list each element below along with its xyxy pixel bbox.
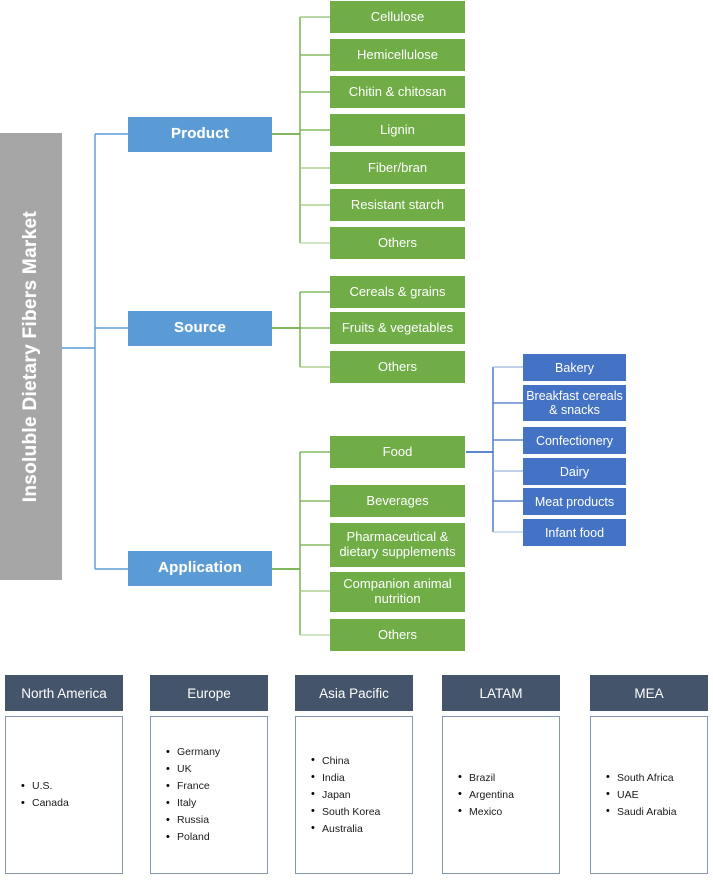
product-item-fiber-bran[interactable]: Fiber/bran xyxy=(330,152,465,184)
product-item-chitin-chitosan[interactable]: Chitin & chitosan xyxy=(330,76,465,108)
region-country-item: Argentina xyxy=(458,786,559,804)
application-item-beverages[interactable]: Beverages xyxy=(330,485,465,517)
region-body: GermanyUKFranceItalyRussiaPoland xyxy=(150,716,268,874)
region-country-list: South AfricaUAESaudi Arabia xyxy=(591,769,707,821)
region-country-item: Australia xyxy=(311,820,412,838)
application-item-others[interactable]: Others xyxy=(330,619,465,651)
leaf-label: Pharmaceutical & dietary supplements xyxy=(339,529,456,559)
leaf-label: Bakery xyxy=(555,360,594,375)
leaf-label: Breakfast cereals & snacks xyxy=(526,389,623,417)
root-market-label: Insoluble Dietary Fibers Market xyxy=(20,210,41,503)
leaf-label: Cellulose xyxy=(370,8,425,24)
leaf-label: Cereals & grains xyxy=(349,283,446,299)
source-item-others[interactable]: Others xyxy=(330,351,465,383)
region-country-item: South Korea xyxy=(311,803,412,821)
application-item-food[interactable]: Food xyxy=(330,436,465,468)
region-card-north-america[interactable]: North America U.S.Canada xyxy=(5,675,123,874)
region-body: ChinaIndiaJapanSouth KoreaAustralia xyxy=(295,716,413,874)
region-name: MEA xyxy=(634,685,664,701)
region-country-list: ChinaIndiaJapanSouth KoreaAustralia xyxy=(296,752,412,838)
region-body: South AfricaUAESaudi Arabia xyxy=(590,716,708,874)
leaf-label: Resistant starch xyxy=(350,196,445,212)
leaf-label: Hemicellulose xyxy=(357,46,438,62)
leaf-label: Others xyxy=(377,234,417,250)
region-card-latam[interactable]: LATAM BrazilArgentinaMexico xyxy=(442,675,560,874)
product-item-others[interactable]: Others xyxy=(330,227,465,259)
region-country-item: China xyxy=(311,752,412,770)
leaf-label: Fiber/bran xyxy=(367,159,428,175)
region-name: Europe xyxy=(187,685,231,701)
region-body: BrazilArgentinaMexico xyxy=(442,716,560,874)
region-country-item: U.S. xyxy=(21,778,122,796)
region-country-item: South Africa xyxy=(606,769,707,787)
leaf-label: Meat products xyxy=(534,494,615,509)
region-country-item: Saudi Arabia xyxy=(606,803,707,821)
region-header: LATAM xyxy=(442,675,560,711)
leaf-label: Fruits & vegetables xyxy=(341,319,454,335)
region-card-europe[interactable]: Europe GermanyUKFranceItalyRussiaPoland xyxy=(150,675,268,874)
food-subitem-breakfast-cereals-snacks[interactable]: Breakfast cereals & snacks xyxy=(523,385,626,421)
product-item-lignin[interactable]: Lignin xyxy=(330,114,465,146)
category-product[interactable]: Product xyxy=(128,117,272,152)
leaf-label: Others xyxy=(377,358,417,374)
food-subitem-dairy[interactable]: Dairy xyxy=(523,458,626,485)
region-name: LATAM xyxy=(479,685,523,701)
region-header: North America xyxy=(5,675,123,711)
region-country-list: GermanyUKFranceItalyRussiaPoland xyxy=(151,744,267,847)
leaf-label: Dairy xyxy=(559,464,590,479)
food-subitem-confectionery[interactable]: Confectionery xyxy=(523,427,626,454)
region-country-item: Italy xyxy=(166,795,267,813)
leaf-label: Lignin xyxy=(380,121,415,137)
region-body: U.S.Canada xyxy=(5,716,123,874)
region-country-list: BrazilArgentinaMexico xyxy=(443,769,559,821)
product-item-resistant-starch[interactable]: Resistant starch xyxy=(330,189,465,221)
region-country-item: Mexico xyxy=(458,803,559,821)
leaf-label: Beverages xyxy=(366,492,429,508)
source-item-cereals-grains[interactable]: Cereals & grains xyxy=(330,276,465,308)
leaf-label: Infant food xyxy=(544,525,605,540)
region-country-list: U.S.Canada xyxy=(6,778,122,813)
leaf-label: Companion animal nutrition xyxy=(343,576,452,606)
application-item-companion-animal-nutrition[interactable]: Companion animal nutrition xyxy=(330,572,465,612)
category-source[interactable]: Source xyxy=(128,311,272,346)
region-header: Asia Pacific xyxy=(295,675,413,711)
root-market-title: Insoluble Dietary Fibers Market xyxy=(0,133,62,580)
region-country-item: Canada xyxy=(21,795,122,813)
leaf-label: Others xyxy=(377,626,417,642)
region-country-item: France xyxy=(166,778,267,796)
product-item-cellulose[interactable]: Cellulose xyxy=(330,1,465,33)
region-country-item: UK xyxy=(166,761,267,779)
region-country-item: Brazil xyxy=(458,769,559,787)
region-country-item: Poland xyxy=(166,829,267,847)
application-item-pharmaceutical-dietary-supplements[interactable]: Pharmaceutical & dietary supplements xyxy=(330,523,465,567)
food-subitem-meat-products[interactable]: Meat products xyxy=(523,488,626,515)
region-name: North America xyxy=(21,685,107,701)
category-application-label: Application xyxy=(158,559,242,577)
leaf-label: Confectionery xyxy=(535,433,614,448)
region-country-item: Germany xyxy=(166,744,267,762)
region-country-item: India xyxy=(311,769,412,787)
region-name: Asia Pacific xyxy=(319,685,389,701)
food-subitem-infant-food[interactable]: Infant food xyxy=(523,519,626,546)
leaf-label: Food xyxy=(382,443,413,459)
source-item-fruits-vegetables[interactable]: Fruits & vegetables xyxy=(330,312,465,344)
region-header: Europe xyxy=(150,675,268,711)
region-header: MEA xyxy=(590,675,708,711)
region-card-asia-pacific[interactable]: Asia Pacific ChinaIndiaJapanSouth KoreaA… xyxy=(295,675,413,874)
food-subitem-bakery[interactable]: Bakery xyxy=(523,354,626,381)
category-source-label: Source xyxy=(173,319,227,337)
region-country-item: Japan xyxy=(311,786,412,804)
category-product-label: Product xyxy=(170,125,230,143)
product-item-hemicellulose[interactable]: Hemicellulose xyxy=(330,39,465,71)
region-country-item: UAE xyxy=(606,786,707,804)
category-application[interactable]: Application xyxy=(128,551,272,586)
leaf-label: Chitin & chitosan xyxy=(348,83,447,99)
region-country-item: Russia xyxy=(166,812,267,830)
region-card-mea[interactable]: MEA South AfricaUAESaudi Arabia xyxy=(590,675,708,874)
